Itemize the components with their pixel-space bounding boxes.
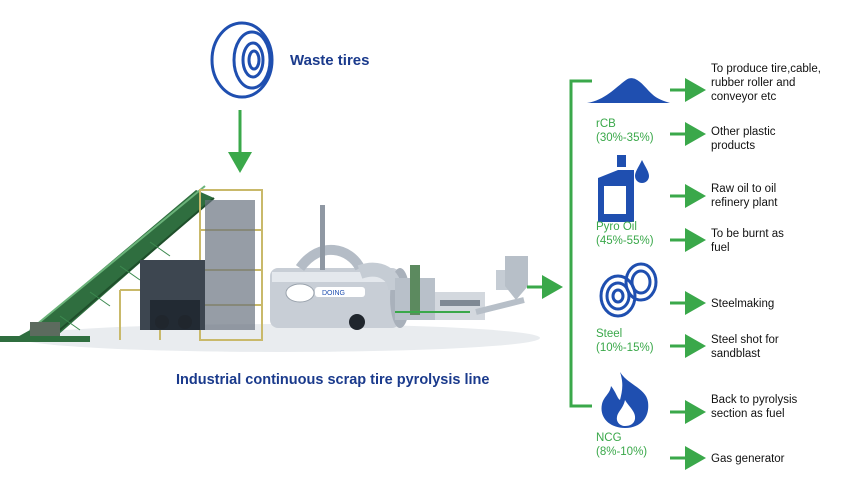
products-bracket <box>569 79 592 408</box>
use-rcb-2: Other plastic products <box>711 126 776 152</box>
product-steel: Steel (10%-15%) <box>596 327 654 355</box>
product-name: Pyro Oil <box>596 221 637 233</box>
pyrolysis-machine-illustration: DOING <box>0 185 540 352</box>
oil-canister-icon <box>598 155 649 222</box>
steel-wire-icon <box>599 262 658 318</box>
product-pyro-oil: Pyro Oil (45%-55%) <box>596 220 654 248</box>
product-share: (30%-35%) <box>596 132 654 144</box>
brand-logo: DOING <box>322 290 345 297</box>
product-rcb: rCB (30%-35%) <box>596 117 654 145</box>
flame-icon <box>601 372 649 428</box>
product-share: (45%-55%) <box>596 235 654 247</box>
product-share: (10%-15%) <box>596 342 654 354</box>
use-steel-2: Steel shot for sandblast <box>711 334 779 360</box>
powder-pile-icon <box>587 78 670 103</box>
use-arrows <box>670 78 706 470</box>
waste-tires-label: Waste tires <box>290 52 370 69</box>
use-ncg-1: Back to pyrolysis section as fuel <box>711 394 798 420</box>
tire-icon <box>210 21 274 99</box>
use-steel-1: Steelmaking <box>711 298 775 310</box>
machine-caption: Industrial continuous scrap tire pyrolys… <box>176 372 490 388</box>
use-rcb-1: To produce tire,cable, rubber roller and… <box>711 63 821 103</box>
product-ncg: NCG (8%-10%) <box>596 431 647 459</box>
use-oil-2: To be burnt as fuel <box>711 228 784 254</box>
use-ncg-2: Gas generator <box>711 453 785 465</box>
use-oil-1: Raw oil to oil refinery plant <box>711 183 778 209</box>
product-name: NCG <box>596 432 622 444</box>
product-name: rCB <box>596 118 616 130</box>
product-name: Steel <box>596 328 623 340</box>
product-share: (8%-10%) <box>596 446 648 458</box>
